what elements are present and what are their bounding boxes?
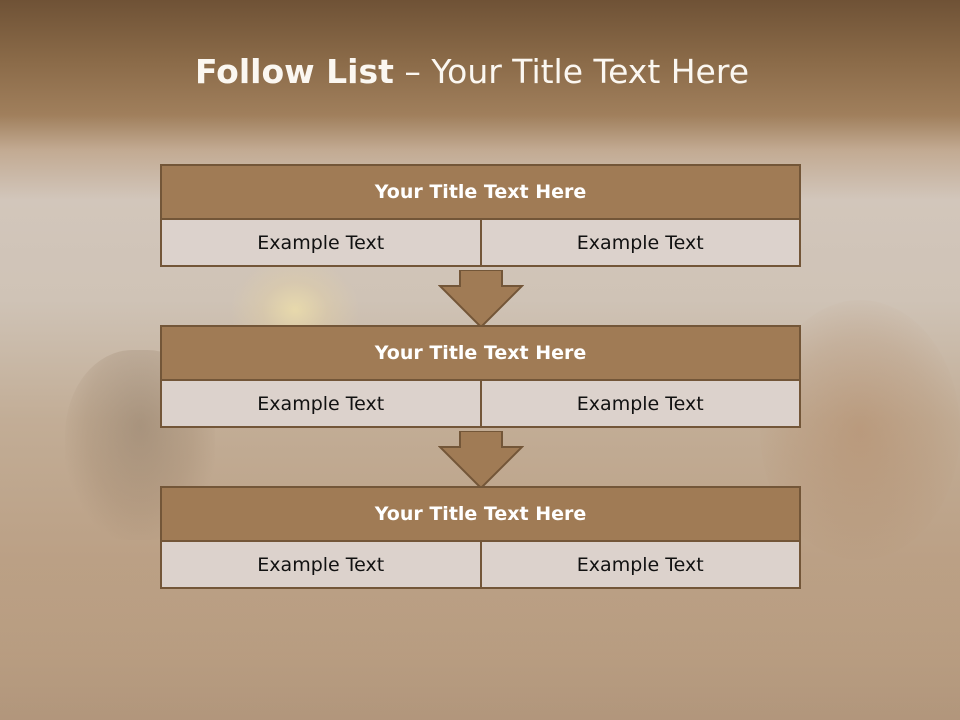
step-cell-right: Example Text xyxy=(479,379,801,428)
slide-title: Follow List – Your Title Text Here xyxy=(0,52,944,91)
step-title: Your Title Text Here xyxy=(160,486,801,542)
down-arrow-icon xyxy=(438,270,524,328)
step-row: Example Text Example Text xyxy=(160,218,801,267)
slide-title-rest: – Your Title Text Here xyxy=(404,52,750,91)
step-block-2: Your Title Text Here Example Text Exampl… xyxy=(160,325,801,428)
step-row: Example Text Example Text xyxy=(160,379,801,428)
slide-title-bold: Follow List xyxy=(194,52,394,91)
step-cell-right: Example Text xyxy=(479,218,801,267)
step-title: Your Title Text Here xyxy=(160,325,801,381)
step-block-3: Your Title Text Here Example Text Exampl… xyxy=(160,486,801,589)
step-cell-right: Example Text xyxy=(479,540,801,589)
down-arrow-icon xyxy=(438,431,524,489)
step-cell-left: Example Text xyxy=(160,540,482,589)
step-cell-left: Example Text xyxy=(160,218,482,267)
step-row: Example Text Example Text xyxy=(160,540,801,589)
step-title: Your Title Text Here xyxy=(160,164,801,220)
step-cell-left: Example Text xyxy=(160,379,482,428)
step-block-1: Your Title Text Here Example Text Exampl… xyxy=(160,164,801,267)
